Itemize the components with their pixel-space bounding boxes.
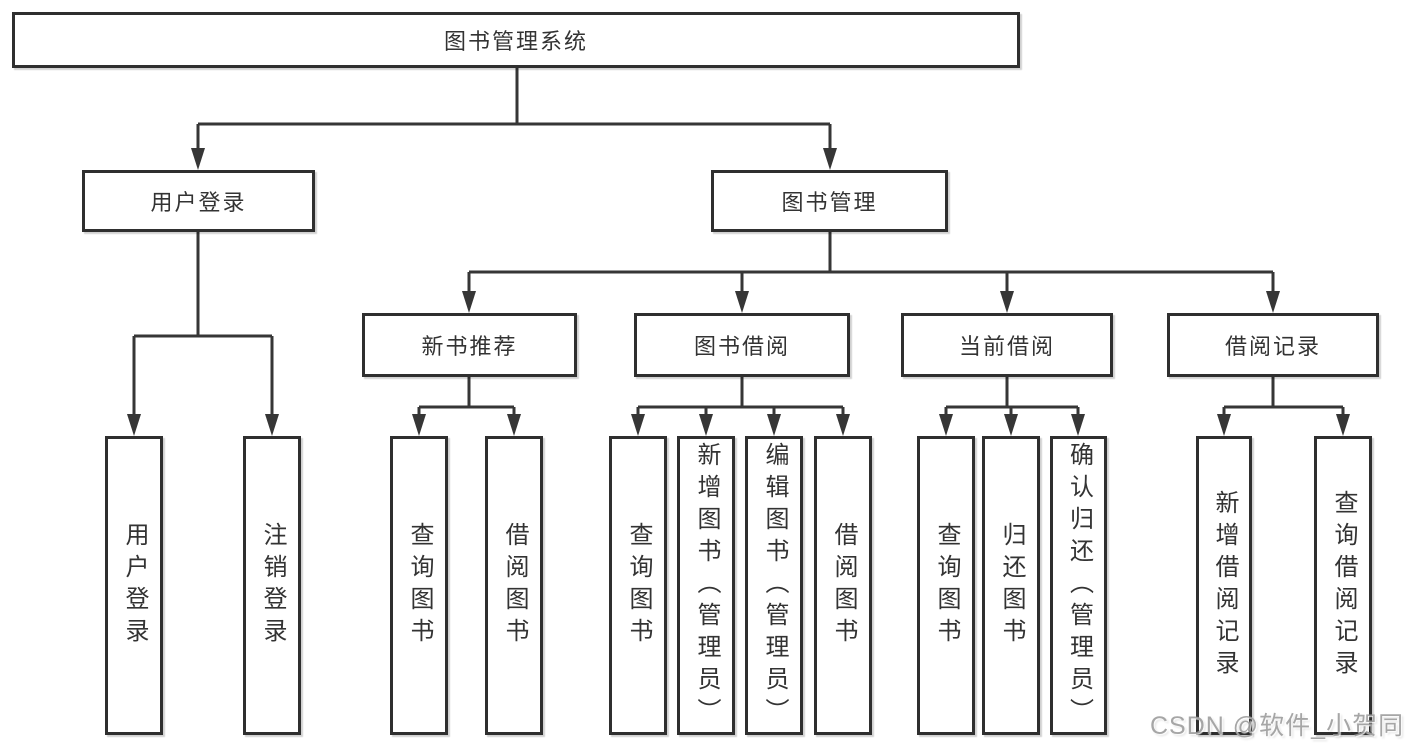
- arrowhead-down-icon: [823, 148, 837, 170]
- node-book-management: 图书管理: [711, 170, 948, 232]
- leaf-user-login: 用户登录: [105, 436, 163, 735]
- node-book-borrowing: 图书借阅: [634, 313, 850, 377]
- leaf-add-borrow-record: 新增借阅记录: [1196, 436, 1252, 735]
- leaf-query-borrow-record: 查询借阅记录: [1314, 436, 1372, 735]
- arrowhead-down-icon: [412, 414, 426, 436]
- arrowhead-down-icon: [939, 414, 953, 436]
- leaf-logout: 注销登录: [243, 436, 301, 735]
- leaf-add-books-admin: 新增图书（管理员）: [677, 436, 735, 735]
- arrowhead-down-icon: [836, 414, 850, 436]
- arrowhead-down-icon: [507, 414, 521, 436]
- csdn-watermark: CSDN @软件_小贺同学: [1150, 712, 1405, 740]
- connector-root-to-level2: [196, 68, 832, 152]
- connector-new-book-rec-to-leaves: [417, 377, 516, 419]
- arrowhead-down-icon: [462, 291, 476, 313]
- connector-book-borrow-to-leaves: [636, 377, 845, 419]
- arrowhead-down-icon: [1217, 414, 1231, 436]
- arrowhead-down-icon: [191, 148, 205, 170]
- arrowhead-down-icon: [1000, 291, 1014, 313]
- arrowhead-down-icon: [735, 291, 749, 313]
- leaf-query-books-borrow: 查询图书: [609, 436, 667, 735]
- arrowhead-down-icon: [1004, 414, 1018, 436]
- arrowhead-down-icon: [1071, 414, 1085, 436]
- arrowhead-down-icon: [767, 414, 781, 436]
- connector-current-borrow-to-leaves: [944, 377, 1080, 419]
- arrowhead-down-icon: [631, 414, 645, 436]
- leaf-edit-books-admin: 编辑图书（管理员）: [745, 436, 803, 735]
- node-borrowing-records: 借阅记录: [1167, 313, 1379, 377]
- arrowhead-down-icon: [1266, 291, 1280, 313]
- leaf-query-books-current: 查询图书: [917, 436, 975, 735]
- leaf-borrow-books: 借阅图书: [814, 436, 872, 735]
- leaf-return-books: 归还图书: [982, 436, 1040, 735]
- node-root-system: 图书管理系统: [12, 12, 1020, 68]
- arrowhead-down-icon: [265, 414, 279, 436]
- leaf-confirm-return-admin: 确认归还（管理员）: [1050, 436, 1107, 735]
- leaf-query-books-recommend: 查询图书: [390, 436, 448, 735]
- leaf-borrow-books-recommend: 借阅图书: [485, 436, 543, 735]
- node-new-book-recommend: 新书推荐: [362, 313, 577, 377]
- arrowhead-down-icon: [1336, 414, 1350, 436]
- node-user-login: 用户登录: [82, 170, 315, 232]
- node-current-borrowing: 当前借阅: [901, 313, 1113, 377]
- connector-book-mgmt-to-level3: [467, 232, 1275, 295]
- arrowhead-down-icon: [127, 414, 141, 436]
- connector-borrow-records-to-leaves: [1222, 377, 1345, 419]
- connector-user-login-to-leaves: [132, 232, 274, 418]
- arrowhead-down-icon: [699, 414, 713, 436]
